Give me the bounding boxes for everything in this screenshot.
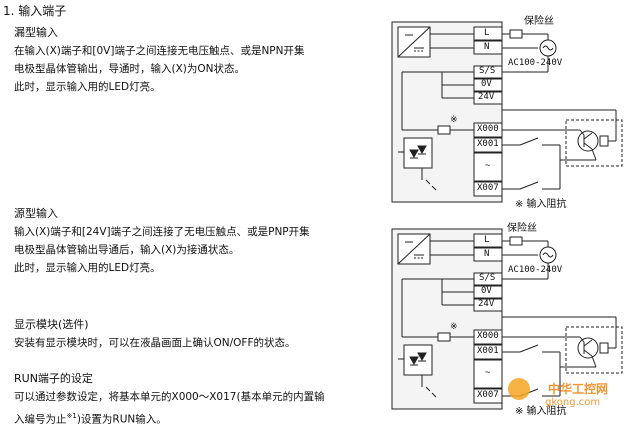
- terminal-N: N: [484, 42, 490, 52]
- terminal-X000: X000: [477, 331, 499, 341]
- terminal-X007: X007: [477, 390, 499, 400]
- terminal-0V: 0V: [481, 286, 492, 296]
- power-voltage-label: AC100-240V: [508, 265, 563, 275]
- section-title: 1. 输入端子: [3, 4, 67, 18]
- terminal-continuation: ~: [485, 368, 491, 378]
- terminal-X001: X001: [477, 139, 499, 149]
- terminal-L: L: [484, 28, 490, 38]
- impedance-note: ※ 输入阻抗: [515, 199, 567, 210]
- terminal-24V: 24V: [478, 92, 495, 102]
- sink-text-line1: 在输入(X)端子和[0V]端子之间连接无电压触点、或是NPN开集: [14, 45, 305, 57]
- source-text-line2: 电极型晶体管输出导通后，输入(X)为接通状态。: [14, 244, 240, 256]
- source-text-line1: 输入(X)端子和[24V]端子之间连接了无电压触点、或是PNP开集: [14, 226, 310, 238]
- watermark-site: 中华工控网: [548, 382, 609, 396]
- terminal-SS: S/S: [479, 66, 496, 76]
- gear-logo-icon: [508, 378, 530, 400]
- impedance-note: ※ 输入阻抗: [515, 406, 567, 417]
- sink-wiring-diagram: [391, 21, 623, 203]
- fuse-label: 保险丝: [507, 223, 537, 234]
- terminal-24V: 24V: [478, 299, 495, 309]
- run-terminal-heading: RUN端子的设定: [14, 372, 93, 385]
- impedance-mark: ※: [450, 115, 458, 125]
- run-terminal-text-line1: 可以通过参数设定，将基本单元的X000～X017(基本单元的内置输: [14, 391, 325, 403]
- terminal-SS: S/S: [479, 273, 496, 283]
- terminal-0V: 0V: [481, 79, 492, 89]
- source-text-line3: 此时，显示输入用的LED灯亮。: [14, 262, 161, 274]
- impedance-mark: ※: [450, 322, 458, 332]
- sink-heading: 漏型输入: [14, 26, 58, 39]
- terminal-N: N: [484, 249, 490, 259]
- display-module-text: 安装有显示模块时，可以在液晶画面上确认ON/OFF的状态。: [14, 337, 296, 349]
- sink-text-line3: 此时，显示输入用的LED灯亮。: [14, 81, 161, 93]
- terminal-continuation: ~: [485, 161, 491, 171]
- watermark-url: gkong.com: [545, 397, 601, 408]
- fuse-label: 保险丝: [524, 16, 554, 27]
- terminal-L: L: [484, 235, 490, 245]
- source-heading: 源型输入: [14, 207, 58, 220]
- sink-text-line2: 电极型晶体管输出，导通时，输入(X)为ON状态。: [14, 63, 246, 75]
- power-voltage-label: AC100-240V: [508, 58, 563, 68]
- display-module-heading: 显示模块(选件): [14, 318, 89, 331]
- terminal-X001: X001: [477, 346, 499, 356]
- terminal-X007: X007: [477, 183, 499, 193]
- terminal-X000: X000: [477, 124, 499, 134]
- run-terminal-text-line2: 入编号为止※1)设置为RUN输入。: [14, 412, 167, 426]
